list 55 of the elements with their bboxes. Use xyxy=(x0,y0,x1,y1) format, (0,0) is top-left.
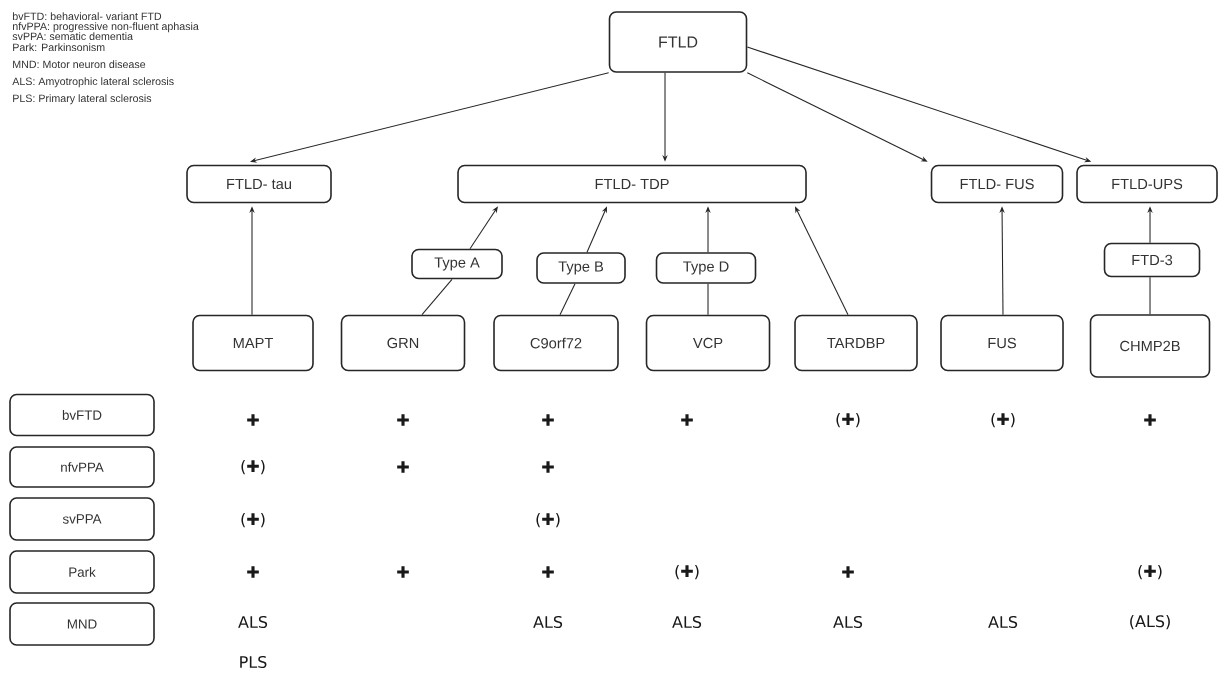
table-cell: (✚) xyxy=(675,564,699,580)
label-box: GRN xyxy=(340,314,466,372)
table-cell: ✚ xyxy=(397,414,409,426)
table-cell: (✚) xyxy=(536,512,560,528)
table-cell: ✚ xyxy=(842,566,854,578)
table-cell: PLS xyxy=(240,655,267,669)
table-cell: ALS xyxy=(988,615,1018,629)
legend-text: ALS: Amyotrophic lateral sclerosis xyxy=(12,77,174,88)
label-box: FTLD- tau xyxy=(186,164,332,204)
legend-text: svPPA: sematic dementia xyxy=(12,32,133,41)
table-cell: ✚ xyxy=(247,566,259,578)
legend-text: nfvPPA: progressive non-fluent aphasia xyxy=(13,22,199,33)
label-box: FTLD xyxy=(608,11,748,73)
legend-text: Park: Parkinsonism xyxy=(13,43,105,52)
label-box: C9orf72 xyxy=(493,314,619,372)
label-box: MAPT xyxy=(192,314,314,372)
label-box: TARDBP xyxy=(794,314,918,372)
label-box: bvFTD xyxy=(9,393,155,437)
table-cell: (✚) xyxy=(241,512,265,528)
label-box: FTLD- TDP xyxy=(457,164,807,204)
table-cell: (✚) xyxy=(991,412,1015,428)
table-cell: ✚ xyxy=(1144,414,1156,426)
table-cell: ALS xyxy=(533,615,563,629)
label-box: CHMP2B xyxy=(1089,314,1211,378)
table-cell: ✚ xyxy=(681,414,693,426)
table-cell: (✚) xyxy=(1138,564,1162,580)
table-cell: ALS xyxy=(672,615,702,629)
label-box: Park xyxy=(9,550,155,594)
table-cell: ✚ xyxy=(397,566,409,578)
label-box: FUS xyxy=(940,314,1064,372)
label-box: FTD-3 xyxy=(1103,242,1201,278)
arrow xyxy=(250,72,610,163)
legend-text: bvFTD: behavioral- variant FTD xyxy=(12,12,162,21)
table-cell: ✚ xyxy=(542,461,554,473)
legend-text: PLS: Primary lateral sclerosis xyxy=(13,94,152,105)
table-cell: (✚) xyxy=(836,412,860,428)
table-cell: ✚ xyxy=(247,414,259,426)
label-box: svPPA xyxy=(9,497,155,541)
table-cell: (✚) xyxy=(241,459,265,475)
label-box: FTLD-UPS xyxy=(1076,164,1218,204)
table-cell: ALS xyxy=(833,615,863,629)
label-box: FTLD- FUS xyxy=(930,164,1064,204)
label-box: nfvPPA xyxy=(9,446,155,488)
label-box: Type D xyxy=(655,252,757,284)
label-box: MND xyxy=(9,602,155,646)
arrow xyxy=(469,206,498,250)
label-box: Type B xyxy=(536,252,626,284)
table-cell: ✚ xyxy=(397,461,409,473)
table-cell: (ALS) xyxy=(1130,614,1170,630)
label-box: Type A xyxy=(411,248,503,280)
table-cell: ALS xyxy=(238,615,268,629)
table-cell: ✚ xyxy=(542,414,554,426)
label-box: VCP xyxy=(645,314,771,372)
table-cell: ✚ xyxy=(542,566,554,578)
legend-text: MND: Motor neuron disease xyxy=(13,60,146,69)
